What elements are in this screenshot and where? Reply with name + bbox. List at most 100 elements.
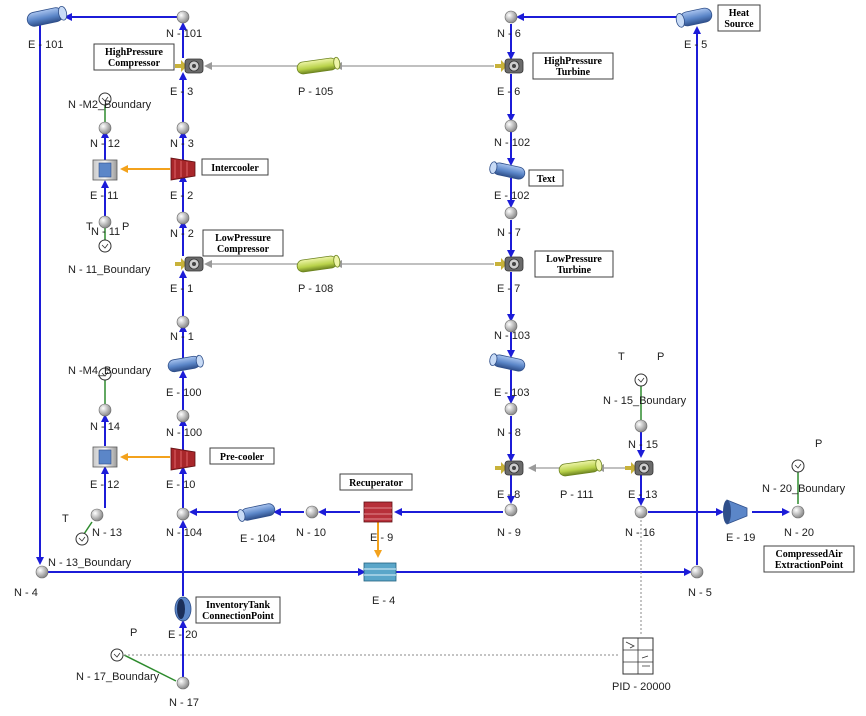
node-n1[interactable] bbox=[176, 315, 190, 329]
label-n14: N - 14 bbox=[90, 421, 120, 433]
node-labels: N - 101 N - 6 N - 12 N - 3 N - 102 N - 1… bbox=[14, 28, 814, 709]
label-n1: N - 1 bbox=[170, 331, 194, 343]
pid-controller[interactable] bbox=[622, 637, 654, 675]
node-n103[interactable] bbox=[504, 319, 518, 333]
node-n15[interactable] bbox=[634, 419, 648, 433]
label-e5: E - 5 bbox=[684, 39, 707, 51]
label-e1: E - 1 bbox=[170, 283, 193, 295]
label-n102: N - 102 bbox=[494, 137, 530, 149]
tag-text[interactable]: Text bbox=[528, 169, 564, 187]
tag-compressed-air[interactable]: CompressedAir ExtractionPoint bbox=[763, 545, 855, 573]
node-n100[interactable] bbox=[176, 409, 190, 423]
hx-e12[interactable] bbox=[92, 446, 118, 468]
mark-p20: P bbox=[815, 438, 822, 450]
node-n9[interactable] bbox=[504, 503, 518, 517]
shaft-p108[interactable] bbox=[296, 254, 341, 273]
mark-t11: T bbox=[86, 221, 93, 233]
node-n5[interactable] bbox=[690, 565, 704, 579]
tag-lpc[interactable]: LowPressure Compressor bbox=[202, 229, 284, 257]
pipe-e104[interactable] bbox=[237, 503, 276, 523]
control-lines bbox=[124, 520, 642, 656]
svg-text:LowPressure: LowPressure bbox=[215, 233, 271, 244]
turbine-e8[interactable] bbox=[495, 460, 524, 476]
svg-text:InventoryTank: InventoryTank bbox=[206, 600, 271, 611]
label-bnd-m2: N -M2_Boundary bbox=[68, 99, 152, 111]
pipe-e101[interactable] bbox=[26, 5, 68, 28]
node-n11[interactable] bbox=[98, 215, 112, 229]
node-n102[interactable] bbox=[504, 119, 518, 133]
hx-e11[interactable] bbox=[92, 159, 118, 181]
svg-text:ConnectionPoint: ConnectionPoint bbox=[202, 611, 274, 622]
shaft-p105[interactable] bbox=[296, 56, 341, 75]
tag-heat-source[interactable]: Heat Source bbox=[717, 4, 761, 32]
gauge-m2[interactable] bbox=[98, 92, 112, 106]
node-n4[interactable] bbox=[35, 565, 49, 579]
node-n20[interactable] bbox=[791, 505, 805, 519]
node-n8[interactable] bbox=[504, 402, 518, 416]
tag-recuperator[interactable]: Recuperator bbox=[339, 473, 413, 491]
gauge-b11[interactable] bbox=[98, 239, 112, 253]
node-n17[interactable] bbox=[176, 676, 190, 690]
tag-intercooler[interactable]: Intercooler bbox=[201, 158, 269, 176]
pipe-e103[interactable] bbox=[489, 353, 526, 372]
node-n101[interactable] bbox=[176, 10, 190, 24]
node-n2[interactable] bbox=[176, 211, 190, 225]
label-n4: N - 4 bbox=[14, 587, 38, 599]
gauge-b17[interactable] bbox=[110, 648, 124, 662]
svg-text:Heat: Heat bbox=[729, 8, 750, 19]
node-n14[interactable] bbox=[98, 403, 112, 417]
heat-exchanger-e4[interactable] bbox=[363, 562, 397, 582]
tag-hpt[interactable]: HighPressure Turbine bbox=[532, 52, 614, 80]
gauge-b15[interactable] bbox=[634, 373, 648, 387]
mark-p11: P bbox=[122, 221, 129, 233]
node-n7[interactable] bbox=[504, 206, 518, 220]
svg-text:Recuperator: Recuperator bbox=[349, 478, 403, 489]
label-p111: P - 111 bbox=[560, 489, 594, 501]
valve-e19[interactable] bbox=[723, 499, 748, 525]
label-n13: N - 13 bbox=[92, 527, 122, 539]
gauge-b13[interactable] bbox=[75, 532, 89, 546]
label-e2: E - 2 bbox=[170, 190, 193, 202]
compressor-e1[interactable] bbox=[175, 256, 204, 272]
node-n10[interactable] bbox=[305, 505, 319, 519]
gauge-b20[interactable] bbox=[791, 459, 805, 473]
tag-precooler[interactable]: Pre-cooler bbox=[209, 447, 275, 465]
turbine-e7[interactable] bbox=[495, 256, 524, 272]
label-n2: N - 2 bbox=[170, 228, 194, 240]
tp-markers: T P T T P P P bbox=[62, 221, 822, 639]
intercooler-e2[interactable] bbox=[170, 157, 196, 181]
tag-inventory-tank[interactable]: InventoryTank ConnectionPoint bbox=[195, 596, 281, 624]
svg-text:CompressedAir: CompressedAir bbox=[775, 549, 843, 560]
node-n104[interactable] bbox=[176, 507, 190, 521]
precooler-e10[interactable] bbox=[170, 447, 196, 471]
tag-lpt[interactable]: LowPressure Turbine bbox=[534, 250, 614, 278]
label-e104: E - 104 bbox=[240, 533, 275, 545]
node-n16[interactable] bbox=[634, 505, 648, 519]
turbine-e6[interactable] bbox=[495, 58, 524, 74]
svg-text:LowPressure: LowPressure bbox=[546, 254, 602, 265]
label-e19: E - 19 bbox=[726, 532, 755, 544]
compressor-e3[interactable] bbox=[175, 58, 204, 74]
boundary-gauges bbox=[75, 92, 805, 662]
label-e6: E - 6 bbox=[497, 86, 520, 98]
gauge-m4[interactable] bbox=[98, 367, 112, 381]
node-n13[interactable] bbox=[90, 508, 104, 522]
tag-hpc[interactable]: HighPressure Compressor bbox=[93, 43, 175, 71]
label-n8: N - 8 bbox=[497, 427, 521, 439]
label-e103: E - 103 bbox=[494, 387, 529, 399]
label-n104: N - 104 bbox=[166, 527, 202, 539]
label-e102: E - 102 bbox=[494, 190, 529, 202]
shaft-labels: P - 105 P - 108 P - 111 bbox=[298, 86, 594, 501]
valve-e20[interactable] bbox=[174, 596, 192, 622]
node-n12[interactable] bbox=[98, 121, 112, 135]
label-bnd-13: N - 13_Boundary bbox=[48, 557, 132, 569]
pipe-e102[interactable] bbox=[489, 161, 526, 180]
pipe-e5[interactable] bbox=[675, 7, 713, 28]
pipe-e100[interactable] bbox=[167, 354, 204, 373]
node-n3[interactable] bbox=[176, 121, 190, 135]
node-n6[interactable] bbox=[504, 10, 518, 24]
turbine-e13[interactable] bbox=[625, 460, 654, 476]
shaft-p111[interactable] bbox=[558, 458, 603, 477]
recuperator-e9[interactable] bbox=[363, 501, 393, 523]
